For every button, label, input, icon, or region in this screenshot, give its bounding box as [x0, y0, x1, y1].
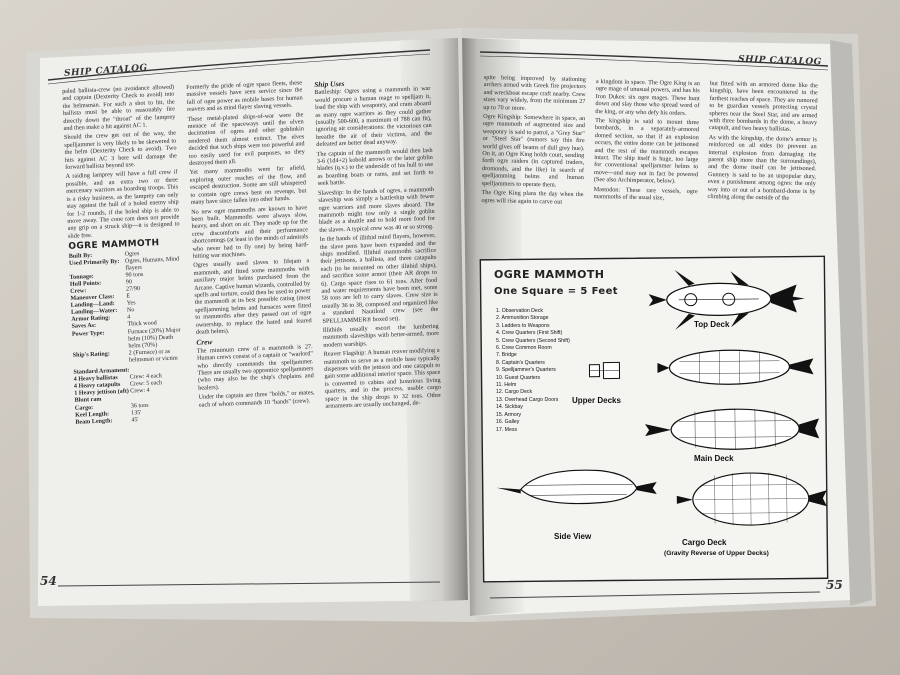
legend-item: 12. Cargo Deck — [496, 389, 533, 396]
upper-deck-hull — [657, 349, 814, 385]
legend-item: 4. Crew Quarters (First Shift) — [496, 330, 563, 337]
main-deck-plan — [645, 408, 820, 450]
legend-item: 6. Crew Common Room — [496, 345, 552, 352]
legend-item: 3. Ladders to Weapons — [496, 322, 550, 329]
right-page-number: 55 — [826, 578, 843, 592]
diagram-scale: One Square = 5 Feet — [494, 286, 618, 297]
legend-item: 2. Ammunition Storage — [496, 315, 549, 322]
legend-item: 17. Mess — [496, 426, 518, 433]
main-deck-label: Main Deck — [694, 454, 734, 463]
legend-item: 8. Captain's Quarters — [496, 359, 545, 366]
legend-item: 11. Helm — [496, 382, 517, 389]
left-page — [38, 38, 468, 606]
left-page-number: 54 — [40, 574, 57, 588]
cargo-deck-note: (Gravity Reverse of Upper Decks) — [664, 550, 769, 557]
legend-item: 9. Spelljammer's Quarters — [496, 367, 556, 374]
legend-item: 15. Armory — [496, 411, 522, 418]
diagram-title: OGRE MAMMOTH — [494, 268, 605, 281]
legend-item: 7. Bridge — [496, 352, 517, 359]
upper-decks-plan — [588, 361, 621, 380]
legend-item: 14. Sickbay — [496, 404, 523, 411]
cargo-deck-label: Cargo Deck — [682, 538, 727, 547]
legend-item: 16. Galley — [496, 419, 520, 426]
legend-item: 10. Guest Quarters — [496, 374, 541, 381]
legend-item: 13. Overhead Cargo Doors — [496, 396, 559, 403]
cargo-deck-plan — [676, 472, 827, 526]
top-deck-plan — [648, 269, 805, 330]
upper-decks-label: Upper Decks — [572, 396, 621, 405]
side-view-plan — [496, 469, 657, 505]
top-deck-label: Top Deck — [694, 320, 730, 329]
legend-item: 5. Crew Quarters (Second Shift) — [496, 337, 570, 344]
side-view-label: Side View — [554, 532, 592, 541]
legend-item: 1. Observation Deck — [496, 308, 543, 314]
